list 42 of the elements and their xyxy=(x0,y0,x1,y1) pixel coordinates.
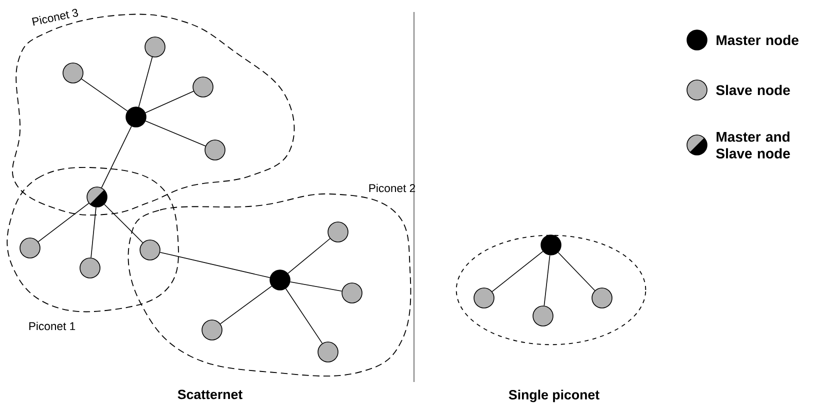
slave-node xyxy=(204,140,226,160)
slave-node xyxy=(328,222,348,242)
link-line xyxy=(38,202,90,242)
slave-node xyxy=(20,238,40,258)
caption: Scatternet xyxy=(178,390,242,400)
link-line xyxy=(290,281,342,292)
link-line xyxy=(138,56,153,108)
legend-label: Master node xyxy=(716,34,798,46)
link-line xyxy=(220,286,272,324)
slave-node xyxy=(592,288,612,308)
master-slave-node xyxy=(86,186,108,208)
link-line xyxy=(544,254,550,306)
link-line xyxy=(288,238,330,274)
slave-node xyxy=(140,240,160,260)
master-node xyxy=(540,234,562,256)
link-line xyxy=(101,126,132,188)
slave-node xyxy=(144,36,166,58)
piconet-region xyxy=(456,234,646,346)
legend-label: Master and Slave node xyxy=(716,132,790,158)
link-line xyxy=(160,252,270,278)
link-line xyxy=(145,90,194,114)
link-line xyxy=(145,120,206,146)
link-line xyxy=(81,78,128,112)
slave-node xyxy=(532,306,554,326)
slave-node xyxy=(318,342,338,362)
node-label: Piconet 1 xyxy=(29,322,76,330)
link-line xyxy=(558,252,596,291)
slave-node xyxy=(80,258,100,278)
link-line xyxy=(90,206,96,258)
caption: Single piconet xyxy=(508,390,600,402)
link-line xyxy=(492,251,544,292)
slave-node xyxy=(342,282,362,304)
link-line xyxy=(285,288,323,344)
master-node xyxy=(126,106,146,128)
slave-node xyxy=(202,320,222,340)
slave-node xyxy=(192,76,214,98)
legend-label: Slave node xyxy=(716,84,790,96)
master-node xyxy=(270,270,290,290)
slave-node xyxy=(62,62,84,84)
node-label: Piconet 2 xyxy=(369,184,416,192)
slave-node xyxy=(474,288,494,308)
link-line xyxy=(104,204,144,244)
